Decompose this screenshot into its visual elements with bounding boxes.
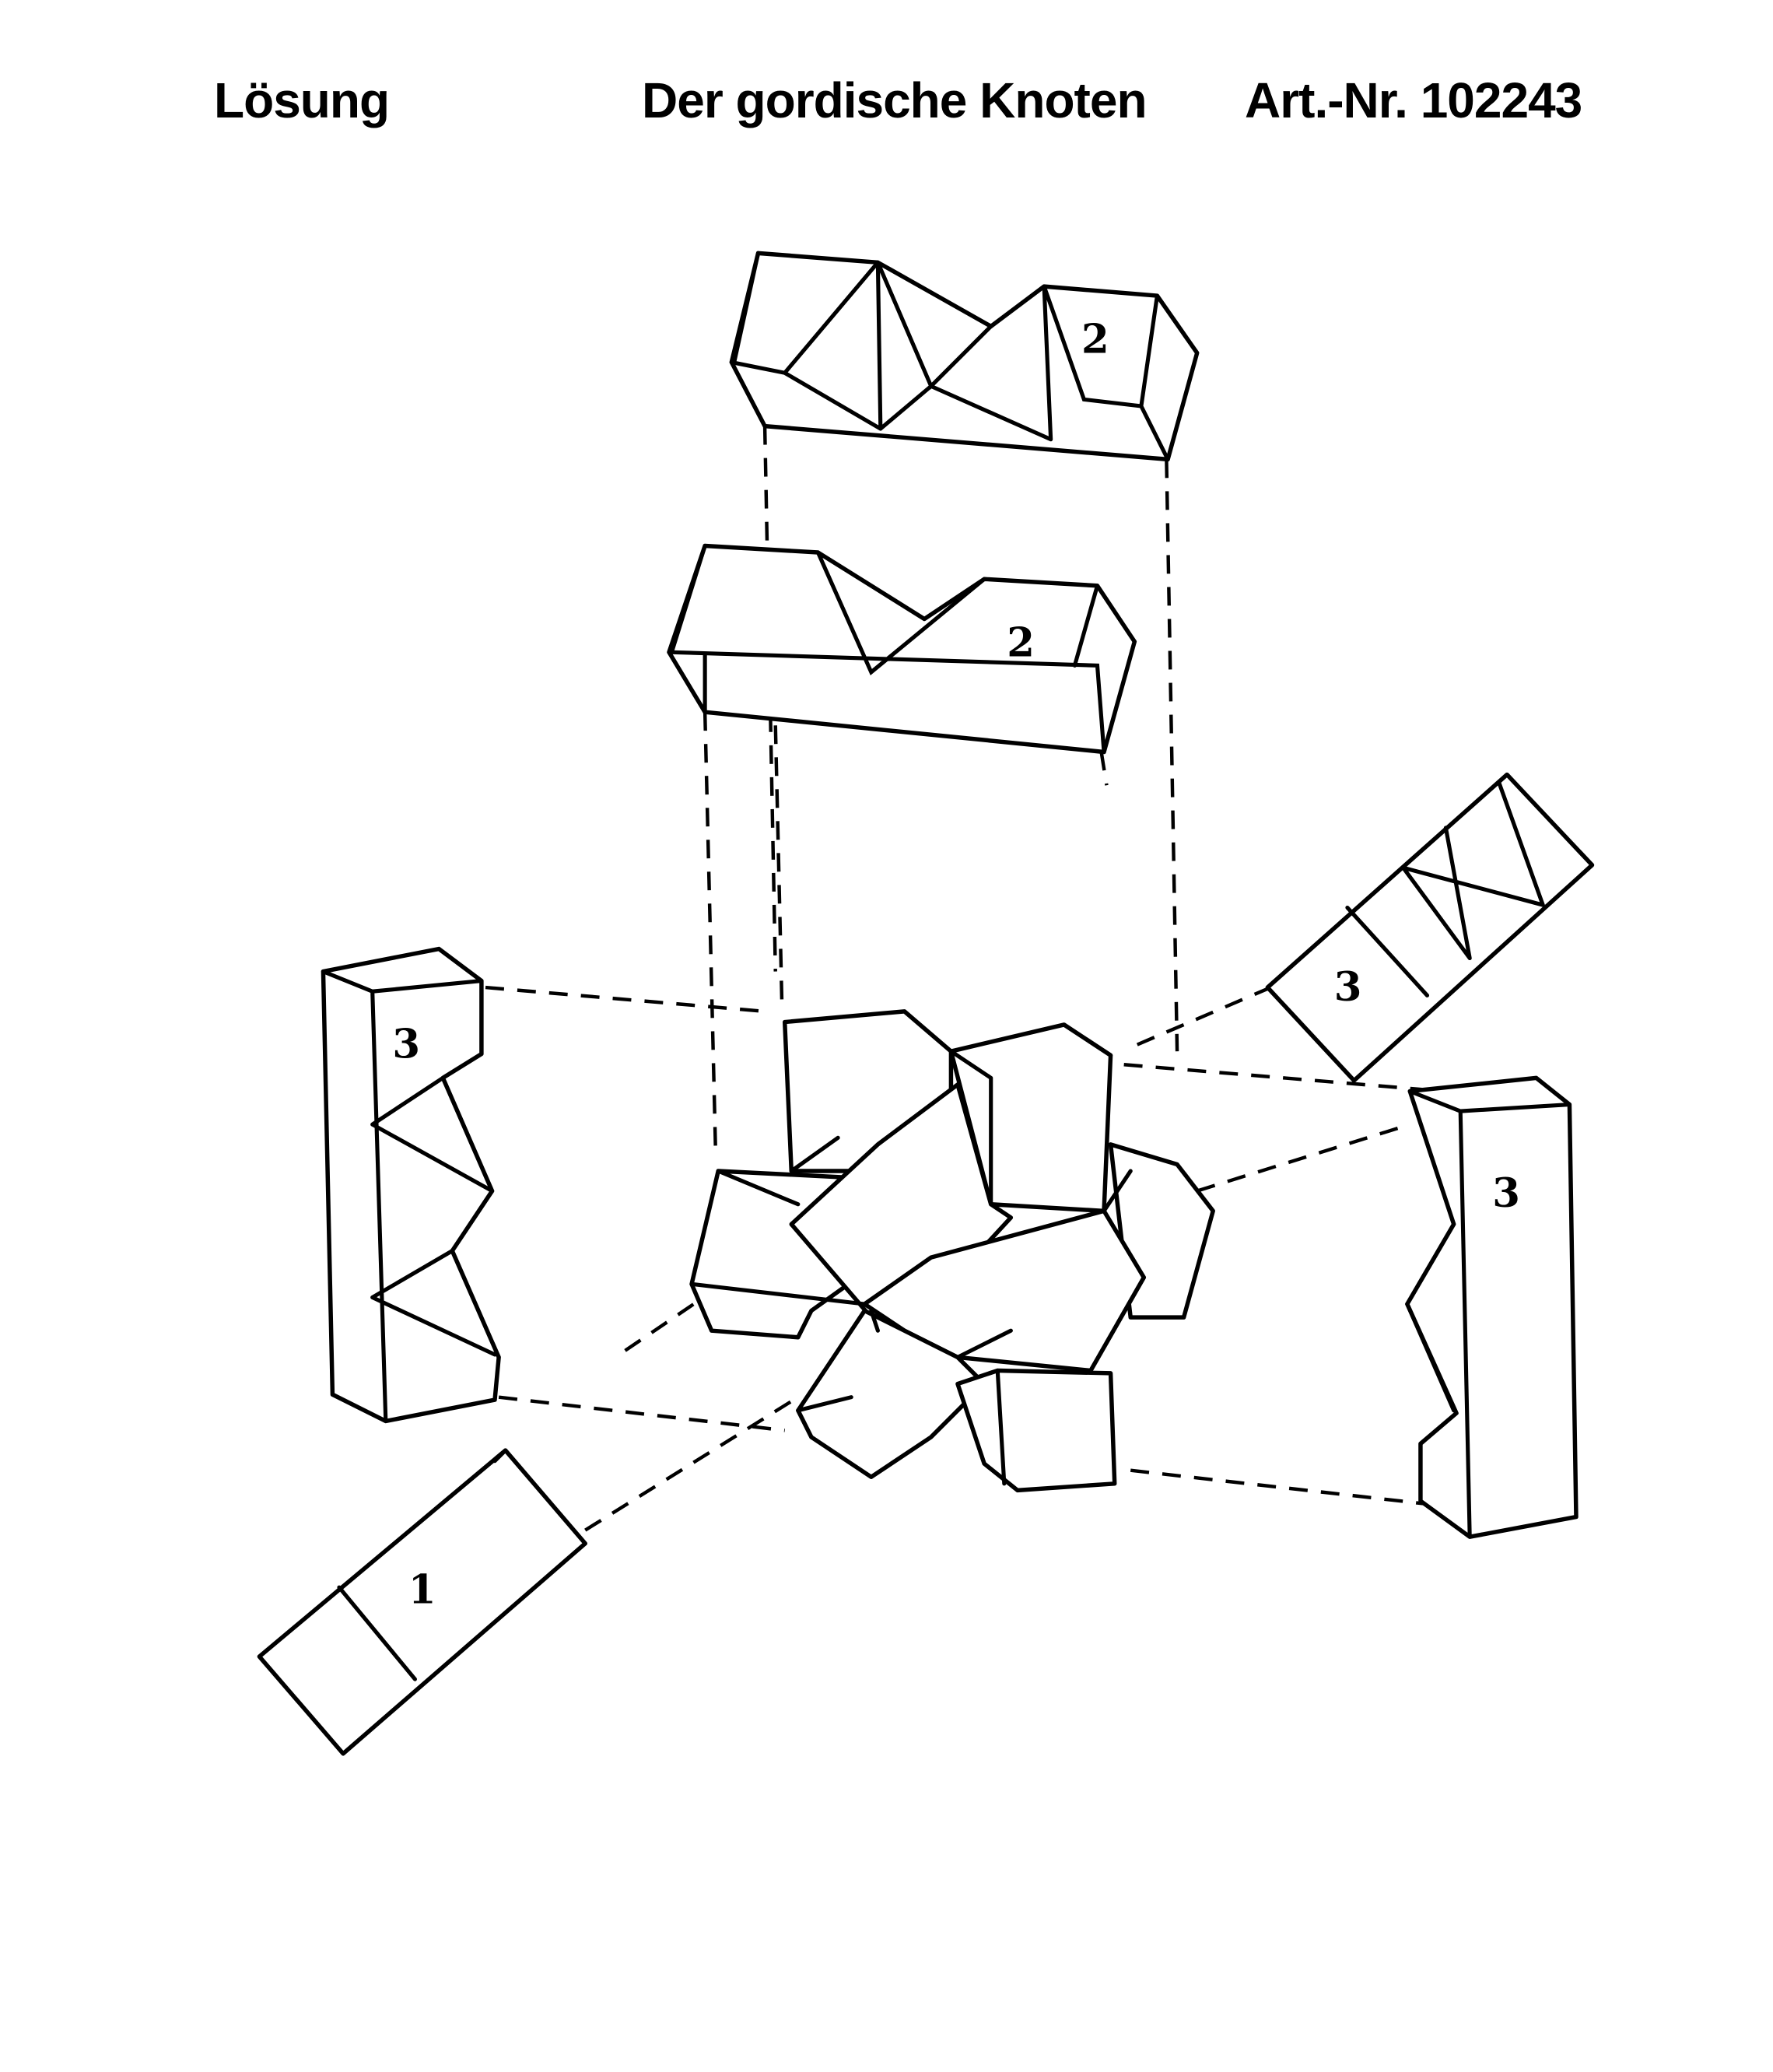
guide-lines (359, 426, 1444, 1532)
piece-label: 2 (1007, 619, 1035, 666)
solution-label: Lösung (214, 72, 390, 128)
piece-label: 1 (408, 1567, 436, 1614)
left-piece: 3 (321, 946, 501, 1424)
article-number: Art.-Nr. 102243 (1245, 72, 1582, 128)
puzzle-title: Der gordische Knoten (642, 72, 1148, 128)
assembled-knot (689, 1009, 1215, 1493)
bottom-piece: 1 (257, 1448, 587, 1756)
piece-label: 3 (1334, 964, 1362, 1011)
piece-label: 3 (1492, 1170, 1520, 1217)
piece-label: 3 (392, 1022, 420, 1068)
diagonal-piece: 3 (1265, 772, 1595, 1083)
piece-label: 2 (1081, 317, 1109, 363)
top-piece: 2 (729, 251, 1200, 462)
second-piece: 2 (667, 543, 1137, 755)
right-piece: 3 (1405, 1075, 1579, 1539)
